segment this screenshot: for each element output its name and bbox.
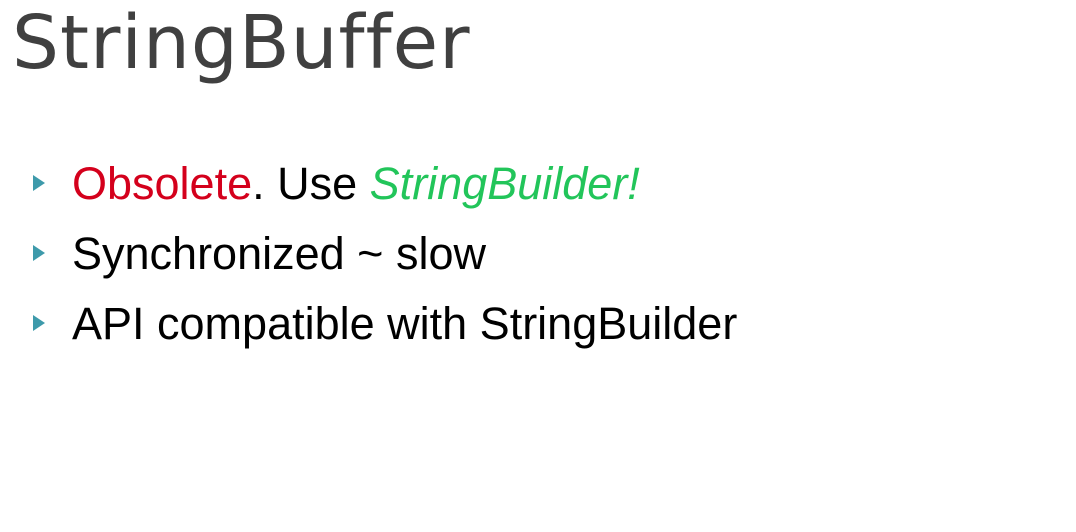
bullet-text: Obsolete. Use StringBuilder! [72, 161, 640, 206]
bullet-item-synchronized: Synchronized ~ slow [32, 218, 737, 288]
bullet-list: Obsolete. Use StringBuilder! Synchronize… [32, 148, 737, 358]
slide-title: StringBuffer [12, 0, 471, 86]
obsolete-text: Obsolete [72, 157, 253, 209]
bullet-item-api-compatible: API compatible with StringBuilder [32, 288, 737, 358]
use-text: . Use [252, 157, 370, 209]
triangle-right-icon [32, 244, 72, 262]
triangle-right-icon [32, 314, 72, 332]
stringbuilder-text: StringBuilder! [369, 157, 640, 209]
bullet-item-obsolete: Obsolete. Use StringBuilder! [32, 148, 737, 218]
triangle-right-icon [32, 174, 72, 192]
bullet-text: API compatible with StringBuilder [72, 297, 738, 349]
bullet-text: Synchronized ~ slow [72, 227, 486, 279]
